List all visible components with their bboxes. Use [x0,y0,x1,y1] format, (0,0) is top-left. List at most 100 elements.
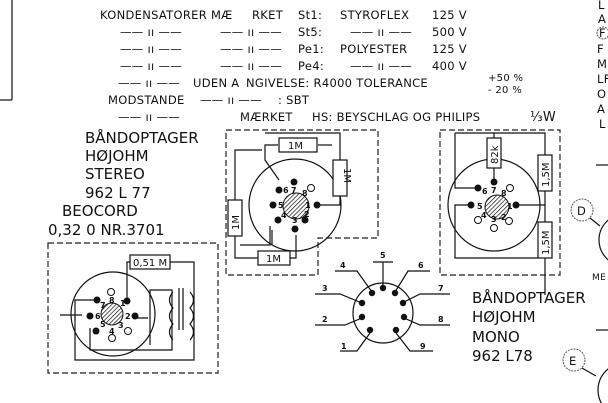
pin-label: 3 [491,215,497,224]
stereo-adapter-circuit: 1M 1M 1M 1M 1 2 3 4 5 6 7 8 [225,129,379,276]
pin-label: 4 [340,261,346,270]
edge-letter: M [597,57,607,71]
pin-label: 1 [305,201,311,210]
tolerance-minus: - 20 % [488,85,522,96]
pin-label: 5 [477,202,483,211]
angivelse-tolerance: NGIVELSE: R4000 TOLERANCE [246,76,428,90]
wattage: ⅓W [530,110,556,125]
uden-label: UDEN A [193,76,239,90]
pin-label: 4 [109,327,115,336]
pe4-label: Pe4: [298,59,324,73]
ditto-mark: —— ıı —— [120,42,182,56]
edge-letter: O [597,87,606,101]
socket-pins: 1 2 3 4 5 6 7 8 [467,178,520,232]
resistors-label: MODSTANDE [108,93,185,107]
beocord-label: BEOCORD 0,32 0 NR.3701 [48,202,165,239]
label-line: 962 L78 [472,347,533,365]
sbt-label: : SBT [278,93,310,107]
label-line: BÅNDOPTAGER [472,288,586,307]
ditto-mark: —— ıı —— [220,25,282,39]
transformer-coil [168,291,174,341]
marked-label-2: MÆRKET [240,110,293,124]
capacitor-legend: KONDENSATORER MÆ RKET St1: STYROFLEX 125… [100,8,523,96]
pin-label: 4 [481,211,487,220]
pin-label: 1 [341,342,347,351]
resistor-value: 1,5M [541,230,552,255]
label-line: HØJOHM [472,308,536,326]
label-line: HØJOHM [85,147,149,165]
pin-label: 8 [109,296,115,305]
pin-label: 7 [291,186,297,195]
resistor-value: 1M [266,254,281,265]
pin-label: 6 [418,261,424,270]
nine-pin-connector: 1 2 3 4 5 6 7 8 9 [315,251,450,352]
pin-label: 1 [507,202,513,211]
pin-label: 6 [283,186,289,195]
ditto-mark: —— ıı —— [220,59,282,73]
pin-label: 2 [322,315,328,324]
pin-label: 2 [304,210,310,219]
ditto-mark: —— ıı —— [350,25,412,39]
marked-label: RKET [252,8,284,22]
pin-label: 3 [118,321,124,330]
pin-label: 7 [438,284,444,293]
pin-label: 8 [501,189,507,198]
voltage-125-b: 125 V [432,42,467,56]
pin-label: 7 [491,186,497,195]
pin-label: 2 [501,213,507,222]
resistor-82k [486,137,502,169]
label-line: 962 L 77 [85,184,151,202]
edge-letter: A [597,102,605,116]
stereo-recorder-label: BÅNDOPTAGER HØJOHM STEREO 962 L 77 [85,128,199,202]
resistor-1m [278,137,318,153]
edge-letter: F [599,26,606,40]
resistor-1-5m [537,221,553,259]
ditto-mark: —— ıı —— [118,76,180,90]
edge-letter: ME [592,273,606,283]
resistor-value: 1M [231,215,242,230]
edge-letter: LF [597,72,608,86]
pin-label: 5 [380,251,386,260]
edge-letter: L [599,117,606,131]
hs-brands: HS: BEYSCHLAG OG PHILIPS [312,110,480,124]
pin-label: 1 [120,299,126,308]
right-edge-text: L A F F M LF O A L D ME E [562,0,608,403]
transformer-coil [189,291,195,341]
edge-letter: A [598,12,606,26]
resistor-1m [257,250,291,266]
polyester-label: POLYESTER [340,42,407,56]
voltage-125-a: 125 V [432,8,467,22]
ditto-mark: —— ıı —— [350,59,412,73]
pin-label: 8 [438,315,444,324]
pin-label: 4 [281,211,287,220]
mono-adapter-circuit: 82k 1,5M 1,5M 1 2 3 4 5 6 7 8 [439,129,561,295]
voltage-400: 400 V [432,59,467,73]
pin-label: 2 [125,312,131,321]
ditto-mark: —— ıı —— [120,59,182,73]
ditto-mark: —— ıı —— [220,42,282,56]
ditto-mark: —— ıı —— [120,25,182,39]
mono-recorder-label: BÅNDOPTAGER HØJOHM MONO 962 L78 [472,288,586,365]
pin-label: 9 [420,342,426,351]
resistor-value: 1M [288,141,303,152]
label-line: STEREO [85,165,145,183]
resistor-1m [227,199,243,237]
callout-label: E [569,354,577,368]
pin-label: 8 [302,189,308,198]
edge-letter: F [597,42,604,56]
label-line: BÅNDOPTAGER [85,128,199,147]
resistor-value: 0,51 M [133,258,167,269]
callout-e [562,348,586,372]
resistor-value: 82k [490,145,501,164]
resistor-value: 1,5M [541,162,552,187]
pin-label: 5 [100,320,106,329]
resistor-1-5m [537,154,553,192]
ditto-mark: —— ıı —— [118,110,180,124]
pin-label: 6 [482,187,488,196]
callout-d [570,198,594,222]
pin-label: 3 [292,216,298,225]
voltage-500: 500 V [432,25,467,39]
pe1-label: Pe1: [298,42,324,56]
socket-pins: 1 2 3 4 5 6 7 8 [269,178,321,233]
